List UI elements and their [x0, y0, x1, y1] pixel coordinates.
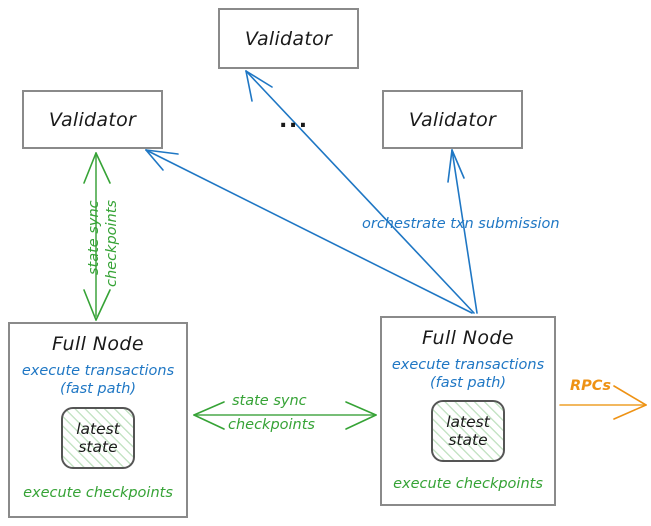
ellipsis-indicator: ... [279, 108, 309, 133]
validator-right-label: Validator [408, 108, 497, 131]
full-node-left-blue-line-1: execute transactions [21, 363, 175, 379]
state-sync-vertical-label-line-2: checkpoints [104, 200, 120, 287]
validator-box-right[interactable]: Validator [382, 90, 523, 149]
state-sync-horizontal-label-line-1: state sync [232, 393, 307, 409]
latest-state-chip-left[interactable]: latest state [61, 407, 135, 470]
rpcs-label: RPCs [570, 378, 612, 394]
full-node-right-green-line: execute checkpoints [393, 476, 543, 493]
full-node-left-green-line: execute checkpoints [23, 485, 173, 502]
validator-box-top[interactable]: Validator [218, 8, 359, 69]
latest-state-left-line-2: state [78, 438, 118, 457]
full-node-left-blue-line-2: (fast path) [59, 381, 137, 398]
full-node-box-right[interactable]: Full Node execute transactions (fast pat… [380, 316, 556, 506]
validator-box-left[interactable]: Validator [22, 90, 163, 149]
full-node-right-blue-line-2: (fast path) [429, 375, 507, 392]
validator-top-label: Validator [244, 27, 333, 50]
state-sync-vertical-label-line-1: state sync [86, 200, 102, 275]
state-sync-horizontal-label-line-2: checkpoints [228, 417, 315, 433]
full-node-left-title: Full Node [52, 333, 144, 355]
validator-left-label: Validator [48, 108, 137, 131]
orchestrate-txn-submission-label: orchestrate txn submission [362, 216, 560, 232]
latest-state-chip-right[interactable]: latest state [431, 400, 505, 463]
latest-state-left-line-1: latest [76, 419, 120, 438]
full-node-right-blue-line-1: execute transactions [391, 357, 545, 373]
full-node-box-left[interactable]: Full Node execute transactions (fast pat… [8, 322, 188, 518]
latest-state-right-line-1: latest [446, 412, 490, 431]
latest-state-right-line-2: state [448, 431, 488, 450]
full-node-right-title: Full Node [422, 327, 514, 349]
